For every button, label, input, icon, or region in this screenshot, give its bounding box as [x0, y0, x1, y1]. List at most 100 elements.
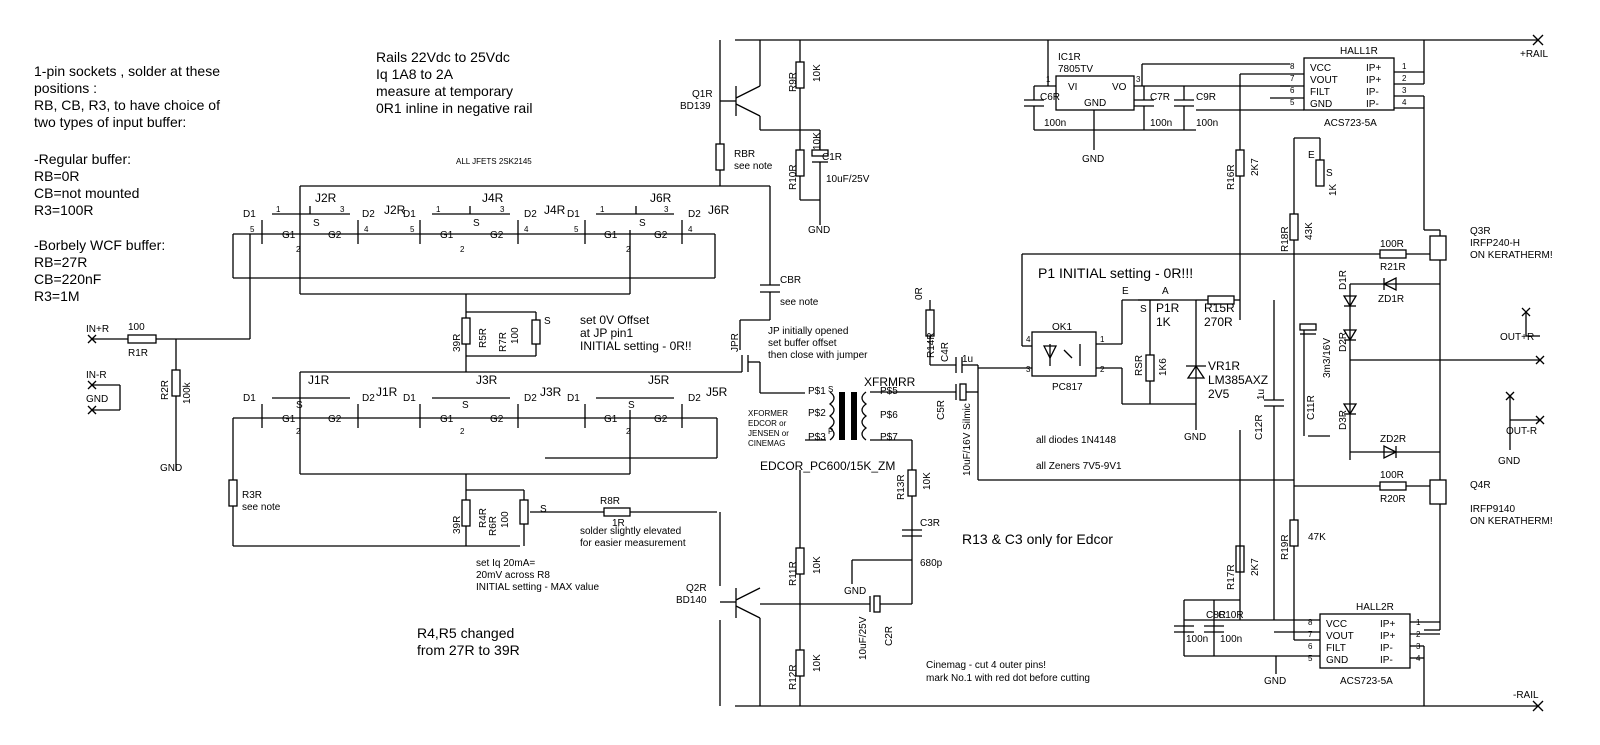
svg-text:all diodes 1N4148: all diodes 1N4148: [1036, 435, 1116, 446]
svg-text:J3R: J3R: [476, 373, 498, 387]
svg-text:ON KERATHERM!: ON KERATHERM!: [1470, 250, 1553, 261]
svg-text:IP-: IP-: [1380, 655, 1393, 666]
svg-text:20mV across R8: 20mV across R8: [476, 570, 550, 581]
svg-text:3m3/16V: 3m3/16V: [1322, 338, 1333, 378]
jfet-j2r: D1 D2 G1 G2 S J2R J2R 1 3 5 4 2: [243, 191, 406, 254]
svg-text:GND: GND: [160, 463, 182, 474]
svg-text:1u: 1u: [1256, 389, 1267, 400]
svg-text:D2: D2: [362, 209, 375, 220]
svg-text:OUT-R: OUT-R: [1506, 426, 1537, 437]
svg-text:CBR: CBR: [780, 275, 801, 286]
svg-text:10K: 10K: [812, 132, 823, 150]
svg-text:S: S: [462, 400, 469, 411]
svg-text:J2R: J2R: [315, 191, 337, 205]
svg-text:6: 6: [1290, 86, 1295, 95]
svg-text:4: 4: [688, 225, 693, 234]
svg-text:3: 3: [1026, 365, 1031, 374]
svg-text:7805TV: 7805TV: [1058, 64, 1093, 75]
svg-text:J4R: J4R: [544, 203, 566, 217]
svg-text:G2: G2: [654, 414, 668, 425]
svg-text:680p: 680p: [920, 558, 943, 569]
svg-text:Q3R: Q3R: [1470, 226, 1491, 237]
svg-text:J6R: J6R: [708, 203, 730, 217]
svg-text:5: 5: [1290, 98, 1295, 107]
svg-text:D1: D1: [567, 209, 580, 220]
svg-text:VCC: VCC: [1310, 63, 1331, 74]
svg-text:270R: 270R: [1204, 315, 1233, 329]
svg-text:C9R: C9R: [1196, 92, 1216, 103]
svg-text:HALL2R: HALL2R: [1356, 602, 1394, 613]
svg-text:1: 1: [436, 205, 441, 214]
svg-text:2K7: 2K7: [1250, 558, 1261, 576]
svg-text:+RAIL: +RAIL: [1520, 49, 1549, 60]
svg-text:3: 3: [500, 205, 505, 214]
svg-text:100n: 100n: [1196, 118, 1218, 129]
svg-text:39R: 39R: [452, 334, 463, 352]
svg-text:G1: G1: [282, 414, 296, 425]
svg-text:2: 2: [626, 245, 631, 254]
svg-text:S: S: [296, 400, 303, 411]
svg-text:GND: GND: [1184, 432, 1206, 443]
svg-text:S: S: [313, 218, 320, 229]
svg-text:D2R: D2R: [1338, 332, 1349, 352]
svg-text:2: 2: [626, 427, 631, 436]
svg-text:OK1: OK1: [1052, 322, 1072, 333]
svg-text:HALL1R: HALL1R: [1340, 46, 1378, 57]
svg-text:G2: G2: [654, 230, 668, 241]
svg-text:G2: G2: [328, 230, 342, 241]
svg-text:R14R: R14R: [926, 332, 937, 358]
svg-text:G1: G1: [282, 230, 296, 241]
svg-text:IN+R: IN+R: [86, 324, 109, 335]
jfet-j5r: D1 D2 G1 G2 S J5R J5R 2: [567, 373, 728, 436]
svg-text:IRFP240-H: IRFP240-H: [1470, 238, 1520, 249]
rail-negative: -RAIL: [735, 690, 1544, 712]
svg-text:100: 100: [128, 322, 145, 333]
svg-text:mark No.1 with red dot before: mark No.1 with red dot before cutting: [926, 673, 1090, 684]
svg-text:D1R: D1R: [1338, 270, 1349, 290]
svg-text:S: S: [544, 316, 551, 327]
svg-text:at JP pin1: at JP pin1: [580, 326, 633, 340]
svg-text:R17R: R17R: [1226, 564, 1237, 590]
svg-text:OUT+R: OUT+R: [1500, 332, 1534, 343]
svg-text:10K: 10K: [812, 556, 823, 574]
svg-text:G1: G1: [604, 230, 618, 241]
svg-text:S: S: [628, 400, 635, 411]
svg-text:-RAIL: -RAIL: [1513, 690, 1539, 701]
r16: R16R 2K7: [1226, 149, 1261, 190]
svg-text:4: 4: [1026, 335, 1031, 344]
svg-text:D2: D2: [362, 393, 375, 404]
svg-text:ZD1R: ZD1R: [1378, 294, 1404, 305]
svg-text:VOUT: VOUT: [1326, 631, 1354, 642]
svg-text:set 0V Offset: set 0V Offset: [580, 313, 650, 327]
svg-text:100: 100: [510, 327, 521, 344]
svg-text:39R: 39R: [452, 516, 463, 534]
svg-text:10K: 10K: [812, 654, 823, 672]
svg-text:G1: G1: [440, 414, 454, 425]
svg-text:GND: GND: [808, 225, 830, 236]
svg-text:IP-: IP-: [1380, 643, 1393, 654]
jfet-j6r: D1 D2 G1 G2 S J6R J6R 1 3 5 4 2: [567, 191, 730, 254]
svg-text:1: 1: [1046, 75, 1051, 84]
svg-text:1K: 1K: [1156, 315, 1171, 329]
svg-text:Q1R: Q1R: [692, 89, 713, 100]
svg-text:100n: 100n: [1220, 634, 1242, 645]
svg-text:D2: D2: [524, 209, 537, 220]
svg-text:100R: 100R: [1380, 470, 1404, 481]
svg-text:VI: VI: [1068, 82, 1077, 93]
hall-sensor-2: HALL2R ACS723-5A VCC VOUT FILT GND IP+ I…: [1174, 599, 1440, 706]
svg-text:3: 3: [340, 205, 345, 214]
svg-text:100k: 100k: [182, 381, 193, 404]
svg-text:R21R: R21R: [1380, 262, 1406, 273]
svg-text:C12R: C12R: [1254, 414, 1265, 440]
svg-text:IP+: IP+: [1366, 63, 1381, 74]
svg-text:6: 6: [1308, 642, 1313, 651]
r13-c3: R13R 10K C3R 680p R13 & C3 only for Edco…: [844, 440, 1113, 604]
svg-text:VCC: VCC: [1326, 619, 1347, 630]
svg-text:1R: 1R: [612, 518, 625, 529]
svg-text:positions :: positions :: [34, 80, 97, 96]
svg-text:C8R: C8R: [1206, 610, 1226, 621]
svg-text:5: 5: [1308, 654, 1313, 663]
output-stage: E S 1K R18R 43K R19R 47K 100R R21R Q3R I…: [1226, 137, 1553, 640]
svg-text:JP initially opened: JP initially opened: [768, 326, 848, 337]
svg-text:J1R: J1R: [376, 385, 398, 399]
